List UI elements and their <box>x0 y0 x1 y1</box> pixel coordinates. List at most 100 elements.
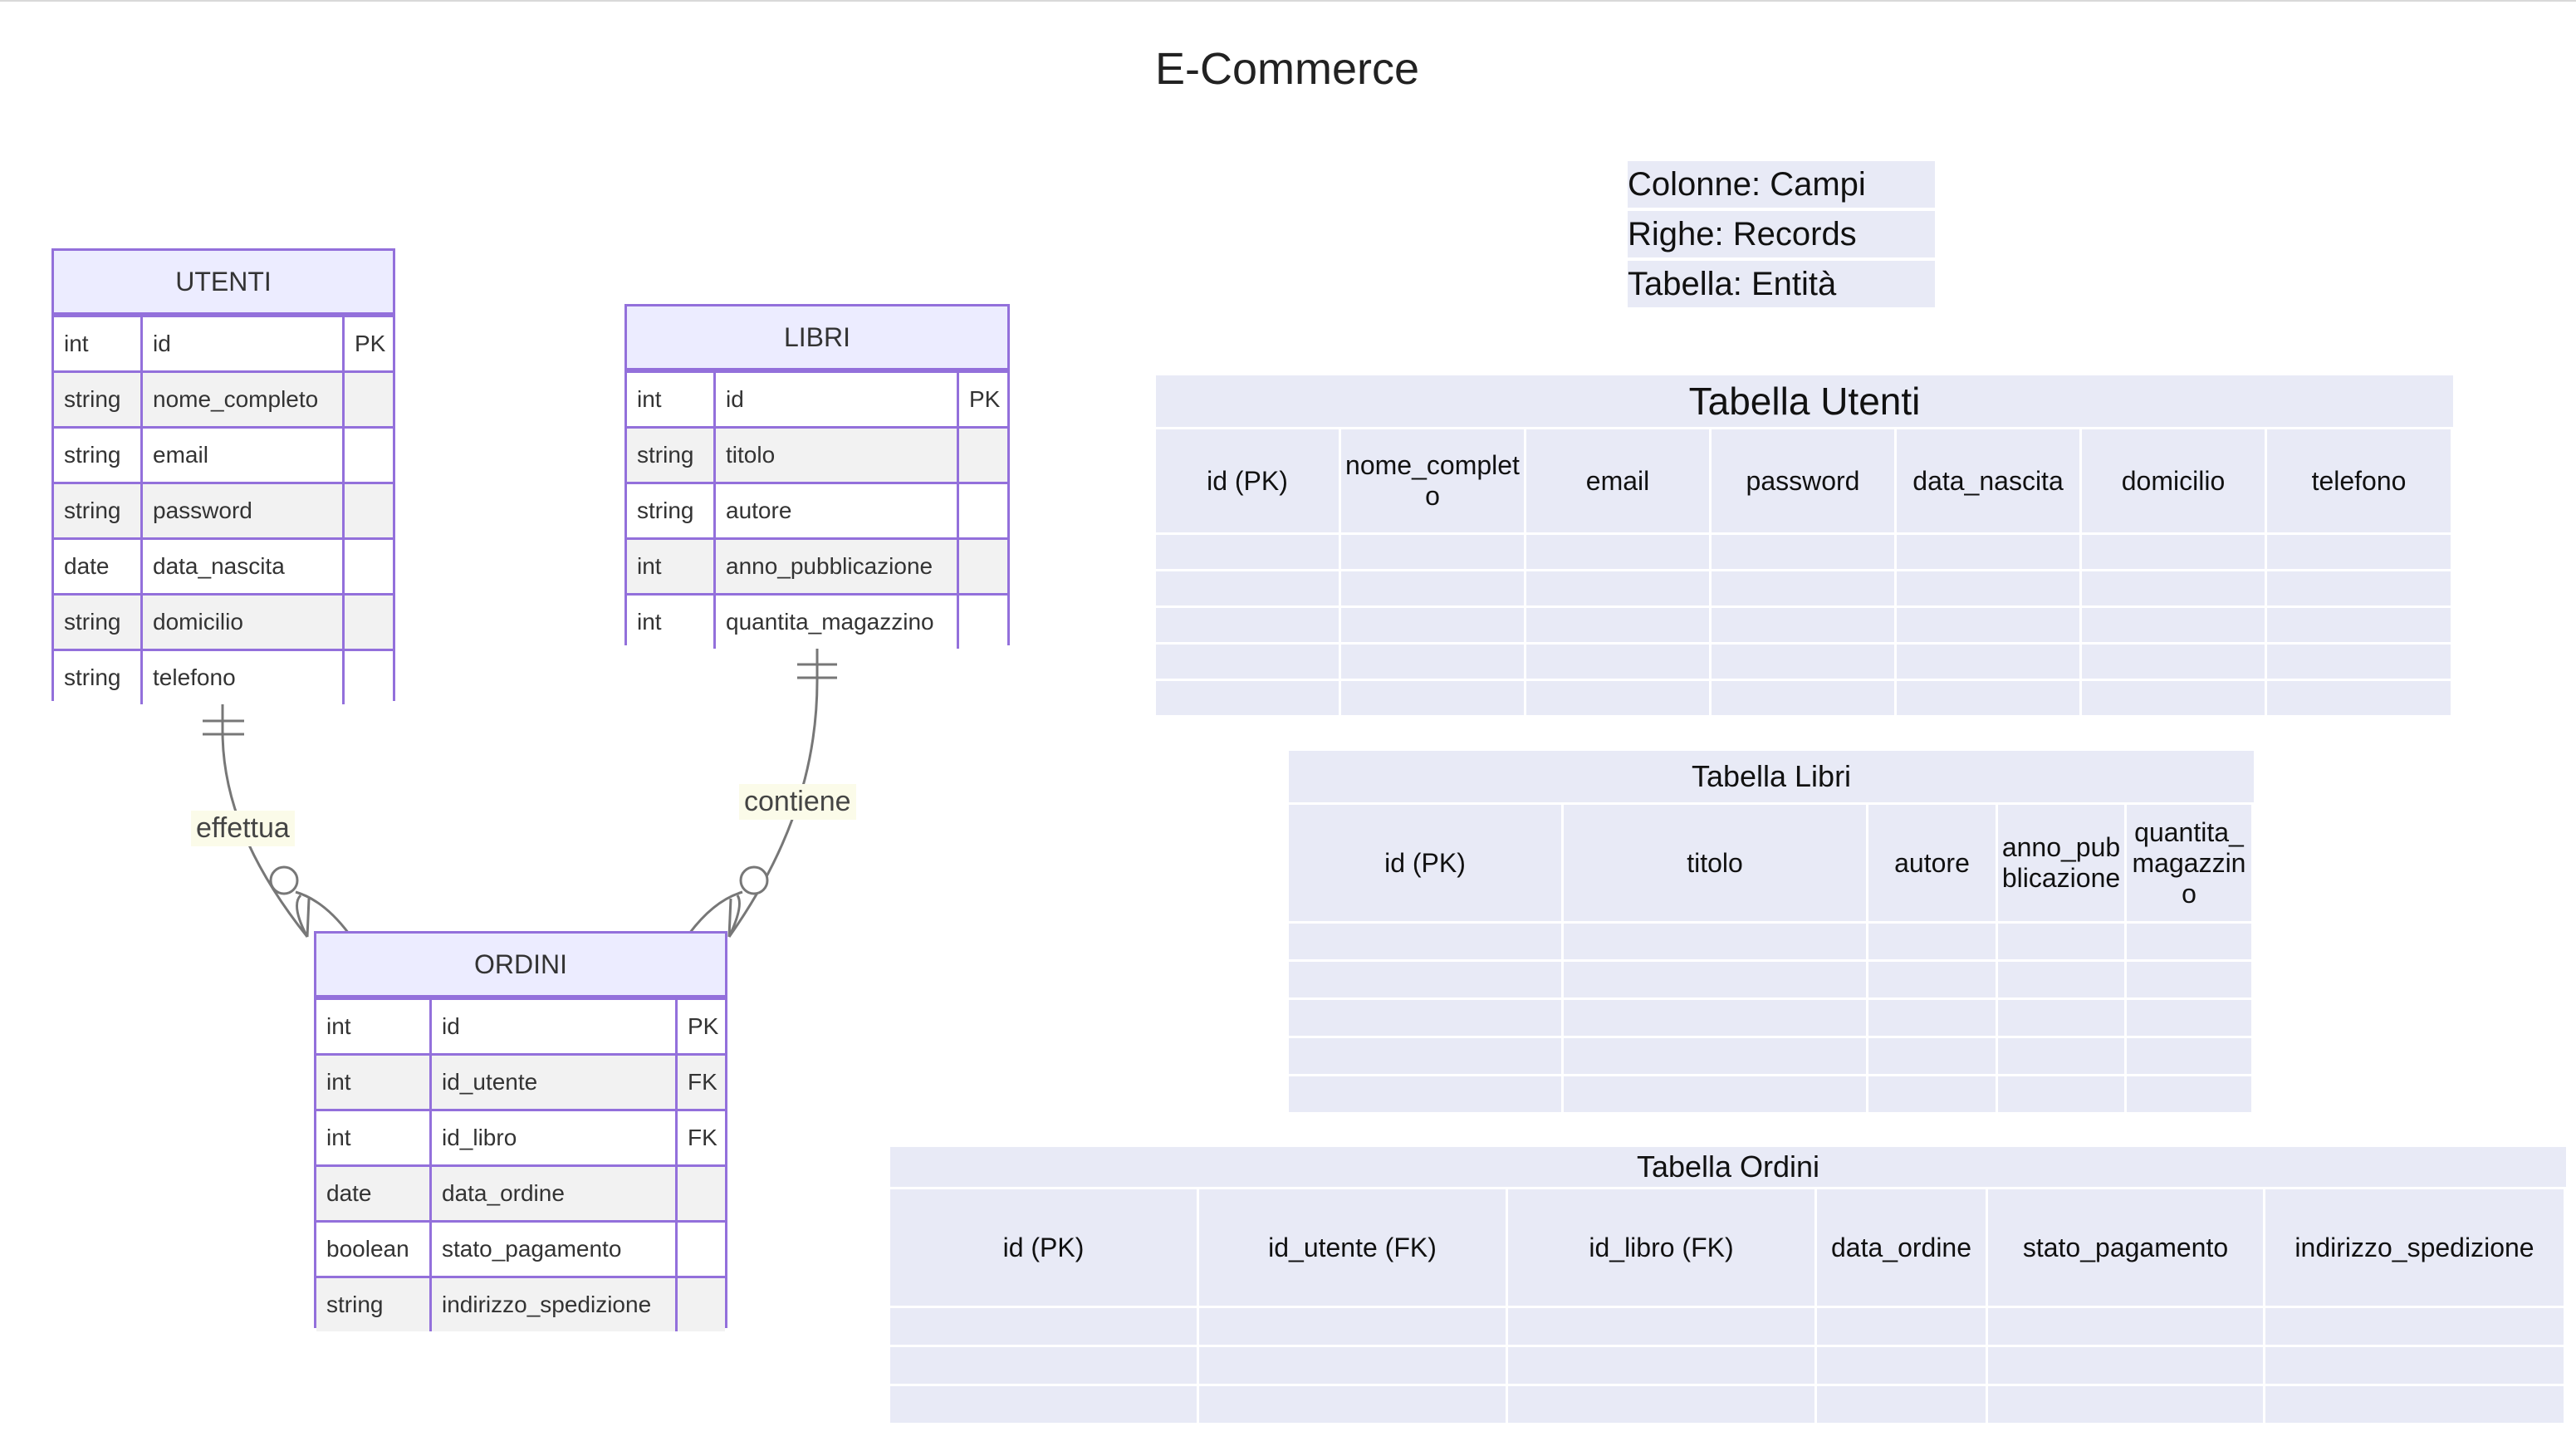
field-cell: titolo <box>713 429 957 482</box>
type-cell: string <box>326 1292 384 1317</box>
key-cell <box>342 373 393 426</box>
key-cell <box>342 596 393 649</box>
field-cell: id_utente <box>429 1056 675 1109</box>
column-header: titolo <box>1564 805 1868 921</box>
contiene-crowfoot <box>688 890 743 938</box>
type-cell: boolean <box>326 1236 409 1262</box>
table-row <box>890 1345 2566 1384</box>
table-row <box>1156 642 2453 679</box>
type-cell: int <box>326 1125 351 1150</box>
type-cell: string <box>64 664 121 690</box>
field-cell: data_nascita <box>140 540 342 593</box>
field-cell: email <box>140 429 342 482</box>
type-cell: string <box>64 609 121 635</box>
top-border <box>0 0 2576 2</box>
table-row <box>1156 569 2453 605</box>
entity-row: string telefono <box>54 649 393 704</box>
column-header: id (PK) <box>1156 429 1341 532</box>
table-row <box>1289 1074 2254 1112</box>
column-header: id (PK) <box>1289 805 1564 921</box>
key-cell <box>675 1278 725 1331</box>
field-cell: stato_pagamento <box>429 1223 675 1276</box>
table-utenti-title: Tabella Utenti <box>1156 375 2453 427</box>
entity-row: string email <box>54 426 393 482</box>
key-cell <box>342 484 393 537</box>
key-cell <box>957 484 1007 537</box>
table-libri: Tabella Libri id (PK) titolo autore anno… <box>1289 751 2254 1112</box>
column-header: anno_pub blicazione <box>1998 805 2127 921</box>
type-cell: int <box>326 1069 351 1095</box>
type-cell: string <box>64 386 121 412</box>
relation-effettua-label: effettua <box>191 811 295 846</box>
key-cell <box>957 596 1007 649</box>
field-cell: id_libro <box>429 1111 675 1164</box>
entity-ordini-title: ORDINI <box>316 934 725 997</box>
type-cell: string <box>64 442 121 468</box>
entity-row: boolean stato_pagamento <box>316 1220 725 1276</box>
column-header: autore <box>1868 805 1998 921</box>
entity-row: string nome_completo <box>54 370 393 426</box>
field-cell: password <box>140 484 342 537</box>
type-cell: int <box>637 386 662 412</box>
contiene-zero-mark <box>739 865 769 895</box>
type-cell: int <box>326 1013 351 1039</box>
entity-row: string autore <box>627 482 1007 537</box>
type-cell: date <box>326 1180 372 1206</box>
table-ordini: Tabella Ordini id (PK) id_utente (FK) id… <box>890 1147 2566 1423</box>
type-cell: string <box>637 498 694 523</box>
column-header: stato_pagamento <box>1988 1189 2265 1306</box>
field-cell: autore <box>713 484 957 537</box>
legend-columns: Colonne: Campi <box>1628 161 1935 208</box>
column-header: domicilio <box>2082 429 2267 532</box>
table-row <box>1156 532 2453 569</box>
table-row <box>1289 921 2254 959</box>
table-utenti: Tabella Utenti id (PK) nome_complet o em… <box>1156 375 2453 715</box>
table-row <box>890 1306 2566 1345</box>
key-cell <box>675 1167 725 1220</box>
field-cell: nome_completo <box>140 373 342 426</box>
type-cell: date <box>64 553 110 579</box>
field-cell: id <box>713 373 957 426</box>
key-cell <box>957 540 1007 593</box>
field-cell: data_ordine <box>429 1167 675 1220</box>
field-cell: quantita_magazzino <box>713 596 957 649</box>
table-libri-header: id (PK) titolo autore anno_pub blicazion… <box>1289 802 2254 921</box>
key-cell <box>342 429 393 482</box>
table-row <box>1156 605 2453 642</box>
legend-rows: Righe: Records <box>1628 211 1935 257</box>
key-cell: PK <box>675 1000 725 1053</box>
field-cell: indirizzo_spedizione <box>429 1278 675 1331</box>
table-row <box>890 1384 2566 1423</box>
entity-row: string titolo <box>627 426 1007 482</box>
column-header: quantita_ magazzin o <box>2127 805 2254 921</box>
key-cell <box>342 540 393 593</box>
relation-contiene-label: contiene <box>739 784 856 820</box>
type-cell: string <box>64 498 121 523</box>
table-row <box>1156 679 2453 715</box>
type-cell: int <box>637 553 662 579</box>
table-row <box>1289 1036 2254 1074</box>
column-header: email <box>1526 429 1712 532</box>
entity-row: string indirizzo_spedizione <box>316 1276 725 1331</box>
column-header: password <box>1712 429 1897 532</box>
effettua-zero-mark <box>269 865 299 895</box>
column-header: nome_complet o <box>1341 429 1526 532</box>
column-header: id_utente (FK) <box>1199 1189 1508 1306</box>
field-cell: id <box>140 317 342 370</box>
key-cell: FK <box>675 1111 725 1164</box>
table-utenti-header: id (PK) nome_complet o email password da… <box>1156 427 2453 532</box>
entity-utenti-title: UTENTI <box>54 251 393 315</box>
field-cell: telefono <box>140 651 342 704</box>
key-cell: FK <box>675 1056 725 1109</box>
column-header: telefono <box>2267 429 2453 532</box>
type-cell: string <box>637 442 694 468</box>
table-ordini-title: Tabella Ordini <box>890 1147 2566 1187</box>
